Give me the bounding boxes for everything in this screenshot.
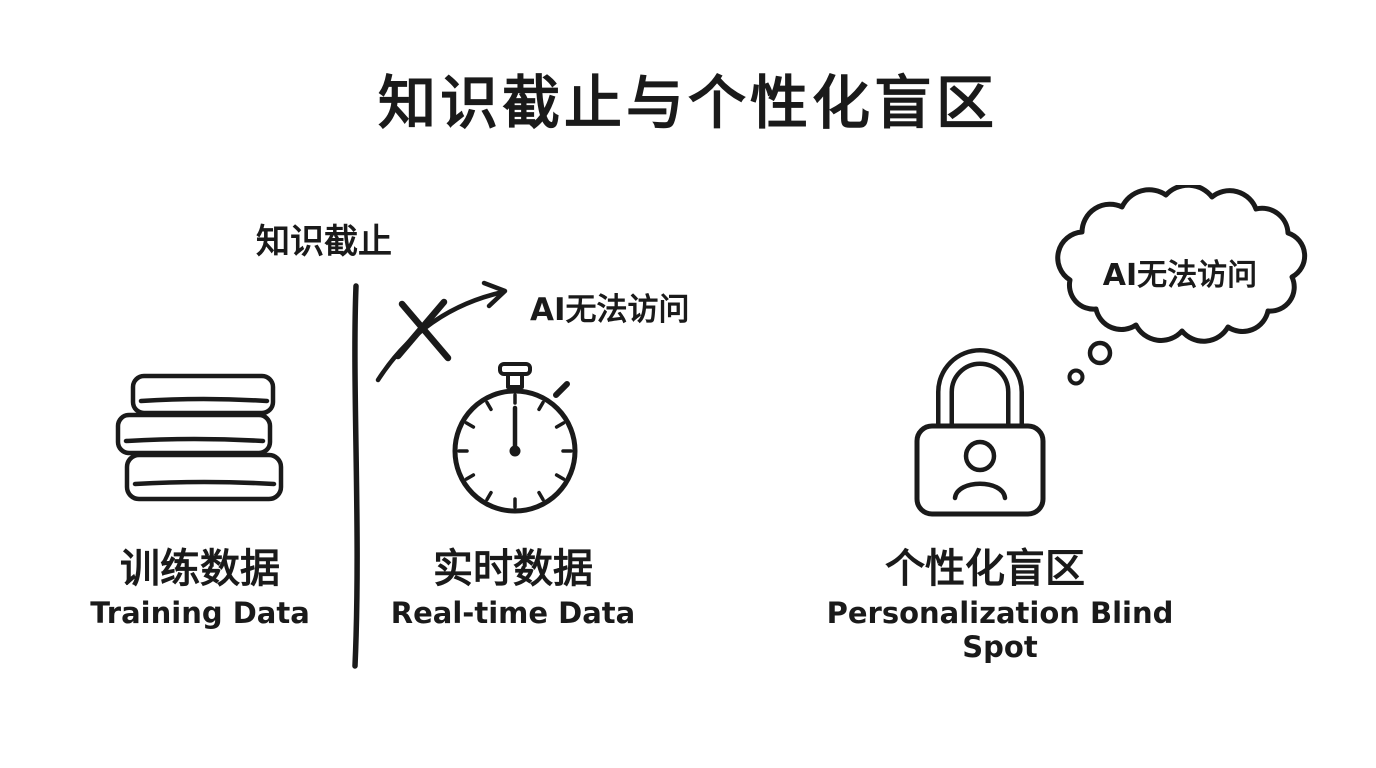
- page-title: 知识截止与个性化盲区: [377, 69, 998, 137]
- knowledge-cutoff-label: 知识截止: [256, 222, 392, 262]
- realtime-data-label-en: Real-time Data: [390, 596, 636, 630]
- personalization-label-zh: 个性化盲区: [885, 546, 1085, 592]
- stopwatch-icon: [445, 362, 585, 518]
- person-icon: [952, 439, 1008, 501]
- padlock-icon: [895, 330, 1065, 520]
- divider-line: [340, 280, 372, 672]
- crossed-arrow-icon: [368, 272, 528, 394]
- realtime-data-label-zh: 实时数据: [433, 546, 593, 592]
- books-icon: [105, 368, 295, 514]
- training-data-label-zh: 训练数据: [120, 546, 280, 592]
- thought-bubble-icon: [1030, 185, 1330, 401]
- training-data-label-en: Training Data: [90, 596, 310, 630]
- personalization-label-en: Personalization Blind Spot: [826, 596, 1174, 664]
- arrow-no-access-label: AI无法访问: [530, 292, 690, 328]
- bubble-no-access-label: AI无法访问: [1102, 258, 1258, 293]
